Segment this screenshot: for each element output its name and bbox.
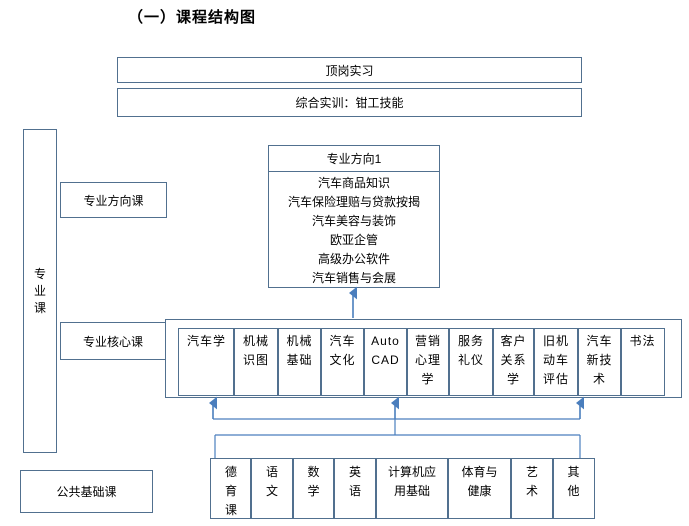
- direction-header-box: 专业方向1: [268, 145, 440, 172]
- core-course-box: 汽车新技术: [577, 328, 622, 396]
- core-course-box: 服务礼仪: [448, 328, 494, 396]
- bracket-basic-row: [214, 434, 581, 458]
- core-course-label-box: 专业核心课: [60, 322, 166, 360]
- direction-course-item: 欧亚企管: [329, 233, 378, 247]
- core-course-box: 营销心理学: [406, 328, 450, 396]
- basic-course-box: 其他: [552, 458, 595, 519]
- core-course-box: 旧机动车评估: [533, 328, 579, 396]
- core-course-box: Auto CAD: [363, 328, 408, 396]
- bracket-basic-to-core: [209, 396, 584, 435]
- core-course-container: 汽车学 机械识图 机械基础 汽车文化 Auto CAD 营销心理学 服务礼仪 客…: [165, 319, 682, 398]
- basic-course-box: 德育课: [210, 458, 252, 519]
- direction-course-item: 汽车美容与装饰: [311, 214, 396, 228]
- direction-course-label-box: 专业方向课: [60, 182, 167, 218]
- basic-course-box: 计算机应用基础: [375, 458, 449, 519]
- core-course-box: 机械识图: [233, 328, 279, 396]
- major-course-group-box: 专业课: [23, 129, 57, 453]
- direction-course-item: 汽车销售与会展: [311, 271, 396, 285]
- page-title: （一）课程结构图: [128, 9, 257, 26]
- basic-course-box: 英语: [333, 458, 377, 519]
- direction-course-item: 汽车商品知识: [317, 176, 390, 190]
- core-course-box: 汽车文化: [320, 328, 365, 396]
- basic-course-box: 艺术: [510, 458, 554, 519]
- core-course-box: 书法: [620, 328, 665, 396]
- core-course-box: 汽车学: [178, 328, 235, 396]
- comprehensive-training-box: 综合实训：钳工技能: [117, 88, 582, 117]
- public-basic-label-box: 公共基础课: [20, 470, 153, 513]
- internship-box: 顶岗实习: [117, 57, 582, 83]
- core-course-box: 机械基础: [277, 328, 322, 396]
- major-course-group-label: 专业课: [33, 266, 46, 315]
- basic-course-box: 体育与健康: [447, 458, 512, 519]
- core-course-box: 客户关系学: [492, 328, 535, 396]
- basic-course-box: 数学: [292, 458, 335, 519]
- basic-course-box: 语文: [250, 458, 294, 519]
- direction-course-list: 汽车商品知识 汽车保险理赔与贷款按揭 汽车美容与装饰 欧亚企管 高级办公软件 汽…: [268, 171, 440, 288]
- direction-course-item: 高级办公软件: [317, 252, 390, 266]
- direction-course-item: 汽车保险理赔与贷款按揭: [287, 195, 420, 209]
